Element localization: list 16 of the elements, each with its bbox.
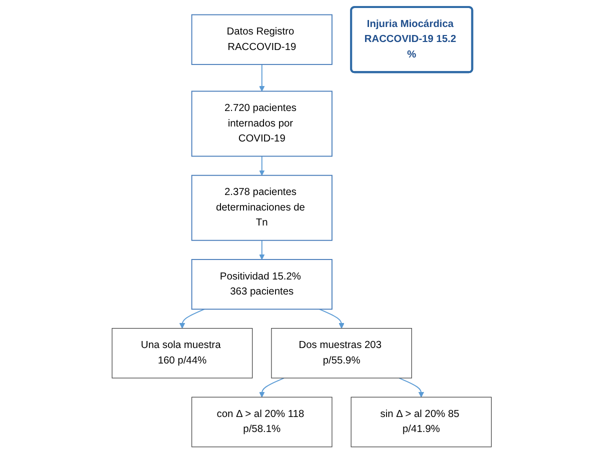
node-box: [192, 174, 333, 241]
arrow: [398, 378, 424, 398]
arrow: [259, 156, 265, 176]
node-box: [192, 259, 333, 310]
node-box: [112, 328, 253, 378]
arrow: [259, 378, 285, 398]
flowchart: Injuria Miocárdica RACCOVID-19 15.2 % Datos Registro RACCOVID-19 2.720 pacientes internados por COVID-19 2.378 pacientes determinaciones de Tn Positividad 15.2% 363 pacientes Una sola muestra 160 p/44% Dos muestras 203 p/55.9% con Δ > al 20% 118 p/58.1% sin Δ > al 20% 85 p/41.9%: [107, 2, 497, 452]
arrow: [180, 308, 206, 329]
node-box: [192, 396, 333, 448]
node-box: [271, 328, 412, 378]
node-box: [192, 90, 333, 157]
arrow: [259, 240, 265, 260]
node-box: [351, 396, 492, 448]
arrow: [319, 308, 345, 329]
arrow: [259, 64, 265, 92]
node-box: [192, 14, 333, 65]
